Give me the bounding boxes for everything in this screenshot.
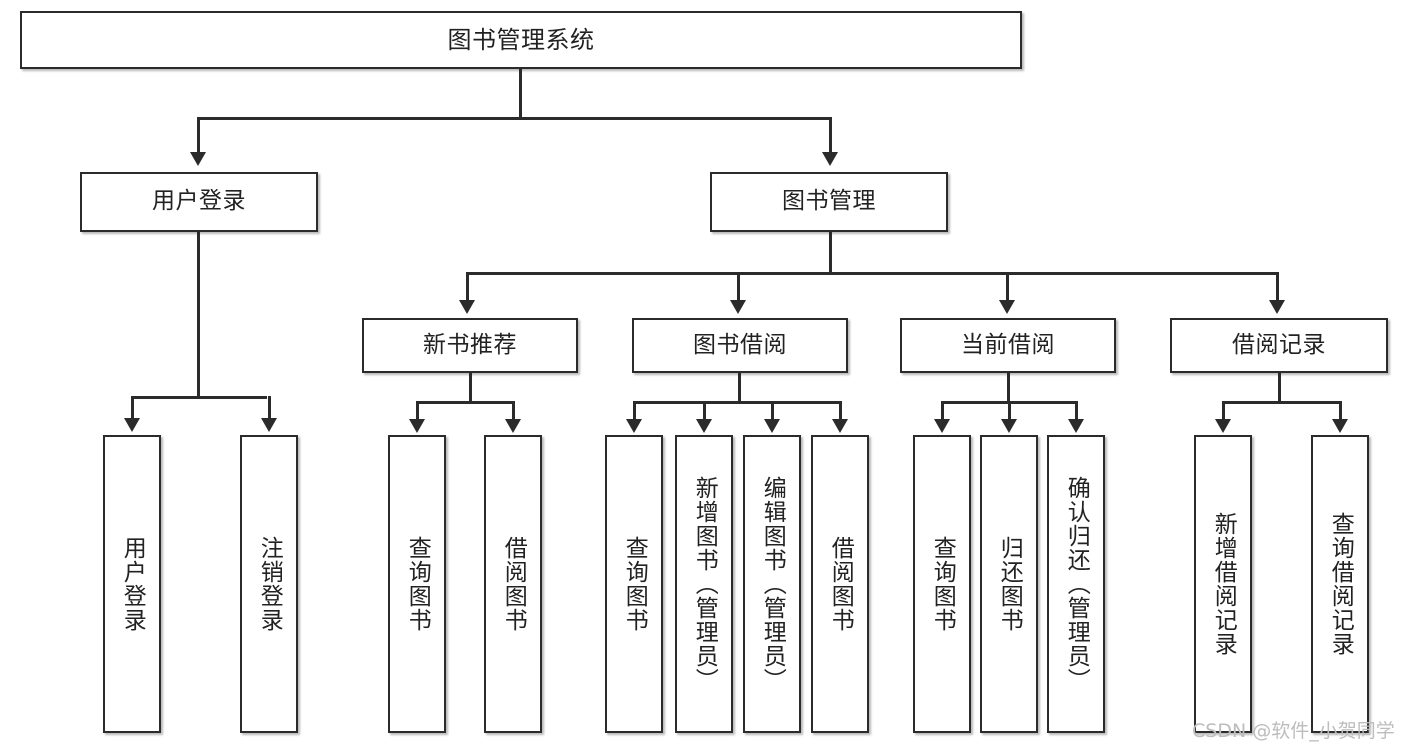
connector-to-leaf-logout <box>268 396 271 420</box>
node-leaf-confirm-return[interactable]: 确认归还（管理员） <box>1047 435 1105 733</box>
node-root-system[interactable]: 图书管理系统 <box>20 11 1022 69</box>
connector-bb-leaf4 <box>839 401 842 421</box>
node-leaf-logout[interactable]: 注销登录 <box>240 435 298 733</box>
connector-bb-leaf2 <box>703 401 706 421</box>
node-label: 查询借阅记录 <box>1327 512 1354 656</box>
node-label: 新增图书（管理员） <box>691 476 718 692</box>
node-leaf-borrow-book-b[interactable]: 借阅图书 <box>811 435 869 733</box>
node-label: 新增借阅记录 <box>1210 512 1237 656</box>
node-borrow-record[interactable]: 借阅记录 <box>1170 318 1388 373</box>
arrow-to-current-borrow <box>999 300 1015 314</box>
connector-new-book-rec-down <box>469 373 472 404</box>
arrow-bb-leaf3 <box>764 419 780 433</box>
arrow-cb-leaf2 <box>1001 419 1017 433</box>
node-label: 用户登录 <box>119 536 146 632</box>
connector-to-book-borrow <box>737 272 740 302</box>
connector-book-borrow-down <box>738 373 741 404</box>
node-label: 借阅图书 <box>827 536 854 632</box>
connector-level2-bus <box>197 117 832 120</box>
node-leaf-edit-book[interactable]: 编辑图书（管理员） <box>743 435 801 733</box>
node-book-borrow[interactable]: 图书借阅 <box>632 318 848 373</box>
node-leaf-query-book-a[interactable]: 查询图书 <box>388 435 446 733</box>
connector-current-borrow-down <box>1007 373 1010 404</box>
connector-br-leaf1 <box>1222 401 1225 421</box>
connector-to-leaf-user-login <box>131 396 134 420</box>
node-book-manage[interactable]: 图书管理 <box>710 172 948 232</box>
node-new-book-rec[interactable]: 新书推荐 <box>362 318 578 373</box>
arrow-cb-leaf1 <box>934 419 950 433</box>
arrow-to-leaf-user-login <box>124 418 140 432</box>
node-leaf-add-book[interactable]: 新增图书（管理员） <box>675 435 733 733</box>
arrow-to-user-login <box>190 152 206 166</box>
connector-book-borrow-bus <box>633 401 841 404</box>
connector-root-trunk <box>519 69 522 118</box>
connector-to-new-book-rec <box>466 272 469 302</box>
arrow-bb-leaf2 <box>696 419 712 433</box>
node-leaf-borrow-book-a[interactable]: 借阅图书 <box>484 435 542 733</box>
node-user-login[interactable]: 用户登录 <box>80 172 318 232</box>
connector-borrow-record-down <box>1278 373 1281 404</box>
connector-to-borrow-record <box>1276 272 1279 302</box>
connector-cb-leaf1 <box>941 401 944 421</box>
arrow-bb-leaf4 <box>832 419 848 433</box>
connector-to-user-login <box>197 117 200 154</box>
arrow-to-book-manage <box>822 152 838 166</box>
node-label: 图书管理系统 <box>447 25 595 54</box>
connector-bb-leaf3 <box>771 401 774 421</box>
arrow-bb-leaf1 <box>626 419 642 433</box>
connector-nbr-leaf2 <box>512 401 515 421</box>
connector-user-login-down <box>197 232 200 399</box>
node-leaf-add-record[interactable]: 新增借阅记录 <box>1194 435 1252 733</box>
node-leaf-query-record[interactable]: 查询借阅记录 <box>1311 435 1369 733</box>
node-label: 查询图书 <box>404 536 431 632</box>
node-label: 查询图书 <box>929 536 956 632</box>
arrow-cb-leaf3 <box>1068 419 1084 433</box>
csdn-watermark: CSDN @软件_小贺同学 <box>1192 720 1395 742</box>
node-label: 当前借阅 <box>961 331 1055 358</box>
connector-user-login-bus <box>131 396 267 399</box>
connector-br-leaf2 <box>1339 401 1342 421</box>
connector-borrow-record-bus <box>1222 401 1339 404</box>
node-current-borrow[interactable]: 当前借阅 <box>900 318 1116 373</box>
node-label: 图书管理 <box>782 188 876 215</box>
arrow-to-borrow-record <box>1269 300 1285 314</box>
arrow-to-leaf-logout <box>261 418 277 432</box>
node-label: 注销登录 <box>256 536 283 632</box>
arrow-br-leaf2 <box>1332 419 1348 433</box>
connector-book-manage-down <box>829 232 832 274</box>
node-label: 借阅图书 <box>500 536 527 632</box>
node-label: 确认归还（管理员） <box>1063 476 1090 692</box>
node-label: 编辑图书（管理员） <box>759 476 786 692</box>
connector-cb-leaf2 <box>1008 401 1011 421</box>
arrow-to-new-book-rec <box>459 300 475 314</box>
node-label: 借阅记录 <box>1232 331 1326 358</box>
arrow-br-leaf1 <box>1215 419 1231 433</box>
connector-to-book-manage <box>829 117 832 154</box>
node-label: 新书推荐 <box>423 331 517 358</box>
node-leaf-user-login[interactable]: 用户登录 <box>103 435 161 733</box>
connector-bb-leaf1 <box>633 401 636 421</box>
connector-to-current-borrow <box>1006 272 1009 302</box>
arrow-to-book-borrow <box>730 300 746 314</box>
connector-nbr-leaf1 <box>416 401 419 421</box>
connector-new-book-rec-bus <box>416 401 515 404</box>
connector-level3-bus <box>466 272 1278 275</box>
node-label: 用户登录 <box>152 188 246 215</box>
connector-cb-leaf3 <box>1075 401 1078 421</box>
node-leaf-query-book-c[interactable]: 查询图书 <box>913 435 971 733</box>
arrow-nbr-leaf1 <box>409 419 425 433</box>
node-label: 查询图书 <box>621 536 648 632</box>
node-label: 图书借阅 <box>693 331 787 358</box>
arrow-nbr-leaf2 <box>505 419 521 433</box>
node-leaf-return-book[interactable]: 归还图书 <box>980 435 1038 733</box>
node-label: 归还图书 <box>996 536 1023 632</box>
node-leaf-query-book-b[interactable]: 查询图书 <box>605 435 663 733</box>
